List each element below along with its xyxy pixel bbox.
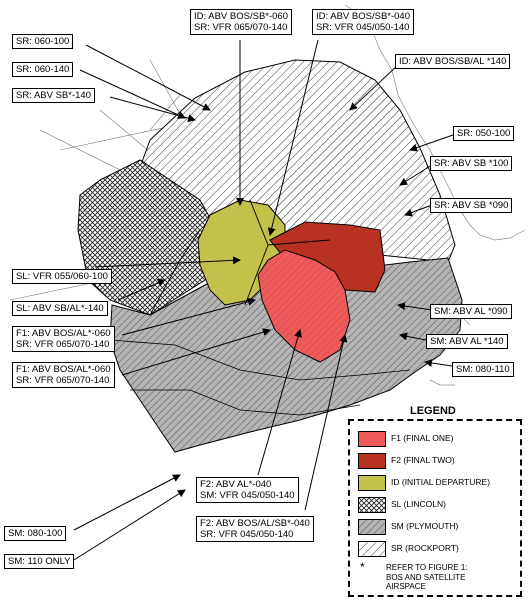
legend: F1 (FINAL ONE) F2 (FINAL TWO) ID (INITIA…: [348, 419, 522, 597]
callout-sm-abv-al-090: SM: ABV AL *090: [430, 304, 512, 319]
callout-sr-050-100: SR: 050-100: [453, 126, 515, 141]
callout-sr-060-140: SR: 060-140: [12, 62, 74, 77]
callout-sr-abv-sb-090: SR: ABV SB *090: [430, 198, 513, 213]
legend-swatch-sm: [358, 519, 386, 535]
callout-sm-110-only: SM: 110 ONLY: [4, 554, 75, 569]
callout-text: SR: 060-140: [16, 64, 70, 75]
legend-note-line: BOS AND SATELLITE: [386, 572, 466, 582]
callout-f1-a: F1: ABV BOS/AL*-060 SR: VFR 065/070-140: [12, 326, 115, 352]
callout-text: F2: ABV AL*-040: [200, 479, 272, 490]
legend-note-line: REFER TO FIGURE 1:: [386, 563, 468, 572]
legend-label: ID (INITIAL DEPARTURE): [391, 477, 491, 487]
callout-id-top: ID: ABV BOS/SB*-060 SR: VFR 065/070-140: [190, 9, 292, 35]
callout-sr-abv-sb-140: SR: ABV SB*-140: [12, 88, 95, 103]
legend-label: F2 (FINAL TWO): [391, 455, 455, 465]
legend-label: SL (LINCOLN): [391, 499, 446, 509]
callout-text: SR: 060-100: [16, 36, 70, 47]
callout-text: SR: ABV SB *090: [434, 200, 509, 211]
callout-text: SR: VFR 045/050-140: [200, 529, 294, 540]
legend-label: F1 (FINAL ONE): [391, 433, 454, 443]
callout-text: SR: ABV SB *100: [434, 158, 509, 169]
callout-text: F2: ABV BOS/AL/SB*-040: [200, 518, 310, 529]
callout-text: SR: VFR 065/070-140: [194, 22, 288, 33]
callout-text: SM: 080-100: [8, 528, 63, 539]
callout-text: SM: ABV AL *140: [430, 336, 504, 347]
leader-lines: [73, 39, 454, 561]
callout-text: SL: ABV SB/AL*-140: [16, 303, 104, 314]
legend-swatch-f1: [358, 431, 386, 447]
asterisk-icon: *: [360, 560, 365, 574]
sm-divisions: [109, 229, 411, 416]
callout-text: F1: ABV BOS/AL*-060: [16, 328, 111, 339]
callout-f2-b: F2: ABV BOS/AL/SB*-040 SR: VFR 045/050-1…: [196, 516, 314, 542]
callout-id-right: ID: ABV BOS/SB/AL *140: [395, 54, 511, 69]
callout-text: SM: 080-110: [456, 364, 510, 375]
callout-text: SR: VFR 045/050-140: [316, 22, 410, 33]
callout-sr-060-100: SR: 060-100: [12, 34, 74, 49]
legend-label: SM (PLYMOUTH): [391, 521, 459, 531]
callout-f2-a: F2: ABV AL*-040 SM: VFR 045/050-140: [196, 477, 299, 503]
callout-text: SR: VFR 065/070-140: [16, 339, 110, 350]
callout-text: SL: VFR 055/060-100: [16, 271, 108, 282]
callout-text: SR: ABV SB*-140: [16, 90, 91, 101]
callout-text: ID: ABV BOS/SB*-060: [194, 11, 288, 22]
callout-sl-vfr: SL: VFR 055/060-100: [12, 269, 112, 284]
callout-sm-080-110: SM: 080-110: [452, 362, 514, 377]
callout-sr-abv-sb-100: SR: ABV SB *100: [430, 156, 513, 171]
legend-note-line: AIRSPACE: [386, 582, 426, 591]
callout-text: F1: ABV BOS/AL*-060: [16, 364, 111, 375]
legend-title: LEGEND: [410, 405, 456, 417]
callout-text: SR: VFR 065/070-140: [16, 375, 110, 386]
legend-label: SR (ROCKPORT): [391, 543, 459, 553]
callout-text: ID: ABV BOS/SB/AL *140: [399, 56, 507, 67]
callout-id-top-mid: ID: ABV BOS/SB*-040 SR: VFR 045/050-140: [312, 9, 414, 35]
callout-text: SM: VFR 045/050-140: [200, 490, 295, 501]
callout-f1-b: F1: ABV BOS/AL*-060 SR: VFR 065/070-140: [12, 362, 115, 388]
callout-text: SM: 110 ONLY: [8, 556, 71, 567]
legend-swatch-f2: [358, 453, 386, 469]
legend-swatch-sr: [358, 541, 386, 557]
legend-swatch-sl: [358, 497, 386, 513]
radial-lines: [244, 199, 331, 306]
legend-swatch-id: [358, 475, 386, 491]
legend-note-text: REFER TO FIGURE 1: BOS AND SATELLITE AIR…: [386, 563, 468, 592]
callout-sl-abv: SL: ABV SB/AL*-140: [12, 301, 108, 316]
callout-text: ID: ABV BOS/SB*-040: [316, 11, 410, 22]
callout-text: SR: 050-100: [457, 128, 511, 139]
callout-sm-abv-al-140: SM: ABV AL *140: [426, 334, 508, 349]
callout-sm-080-100: SM: 080-100: [4, 526, 67, 541]
f1-inner-hatch: [258, 250, 350, 362]
callout-text: SM: ABV AL *090: [434, 306, 508, 317]
